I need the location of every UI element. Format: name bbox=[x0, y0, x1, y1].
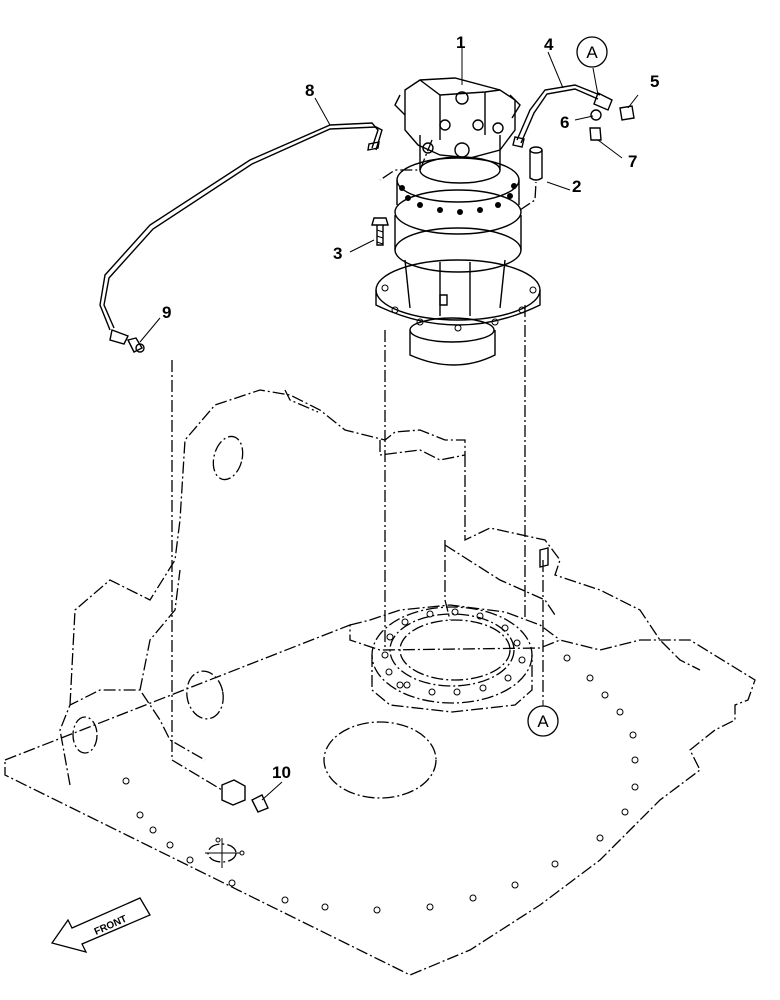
callout-label-10: 10 bbox=[272, 763, 291, 782]
callout-8: 8 bbox=[305, 81, 314, 100]
reference-mark-a-bottom: A bbox=[527, 705, 559, 737]
callout-1: 1 bbox=[456, 33, 465, 52]
front-direction-arrow: FRONT bbox=[50, 897, 151, 953]
reference-label-a-bottom: A bbox=[537, 712, 549, 731]
callout-2: 2 bbox=[572, 177, 581, 196]
frame-bolt-holes bbox=[122, 608, 639, 914]
mounting-tab bbox=[539, 547, 549, 568]
callout-9: 9 bbox=[162, 303, 171, 322]
fitting-items-5-6-7 bbox=[589, 92, 635, 141]
hose-item-4 bbox=[512, 84, 601, 148]
callout-label-2: 2 bbox=[572, 177, 581, 196]
upper-frame-outline bbox=[4, 389, 756, 976]
callout-label-8: 8 bbox=[305, 81, 314, 100]
callout-label-5: 5 bbox=[650, 72, 659, 91]
callout-label-9: 9 bbox=[162, 303, 171, 322]
bolt-item-3 bbox=[371, 217, 389, 246]
callout-leaders bbox=[139, 48, 639, 801]
callout-label-7: 7 bbox=[628, 152, 637, 171]
callout-5: 5 bbox=[650, 72, 659, 91]
callout-label-3: 3 bbox=[333, 244, 342, 263]
callout-10: 10 bbox=[272, 763, 291, 782]
fitting-item-9 bbox=[126, 337, 145, 353]
callout-3: 3 bbox=[333, 244, 342, 263]
swing-motor-assembly bbox=[375, 77, 541, 366]
callout-label-1: 1 bbox=[456, 33, 465, 52]
reference-label-a-top: A bbox=[586, 43, 598, 62]
callout-6: 6 bbox=[560, 113, 569, 132]
callout-7: 7 bbox=[628, 152, 637, 171]
hose-item-8 bbox=[99, 122, 383, 345]
block-item-10 bbox=[221, 779, 269, 813]
callout-label-6: 6 bbox=[560, 113, 569, 132]
crosshair-marks bbox=[205, 837, 245, 868]
pin-item-2 bbox=[529, 146, 543, 181]
alignment-lines bbox=[171, 139, 544, 791]
reference-mark-a-top: A bbox=[576, 36, 608, 68]
callout-label-4: 4 bbox=[544, 35, 554, 54]
callout-4: 4 bbox=[544, 35, 554, 54]
